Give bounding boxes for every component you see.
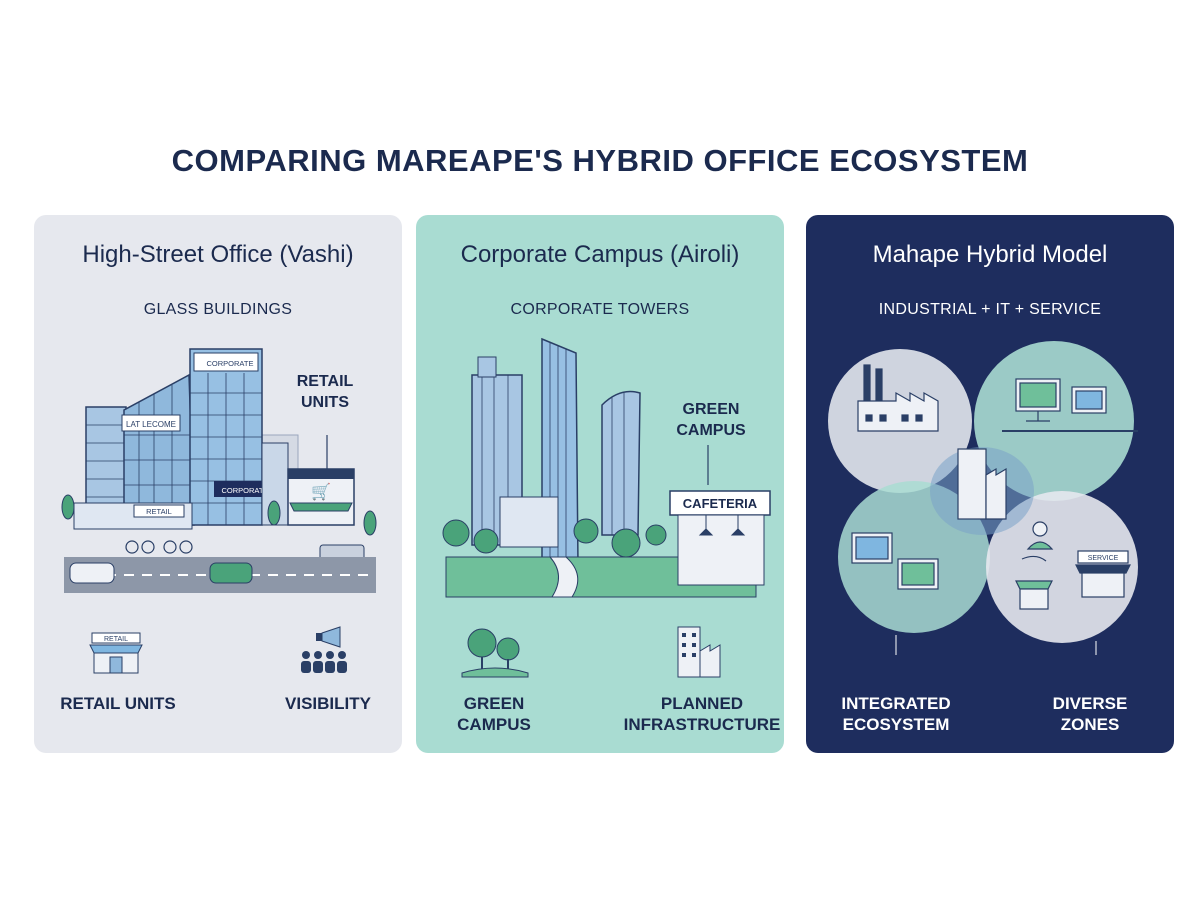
feature-integrated-ecosystem: INTEGRATED ECOSYSTEM: [841, 694, 951, 734]
panel-title: Corporate Campus (Airoli): [460, 241, 740, 268]
lat-sign: LAT LECOME: [126, 420, 176, 429]
green-campus-callout: GREEN CAMPUS: [676, 401, 746, 439]
panel-high-street-office: High-Street Office (Vashi) GLASS BUILDIN…: [34, 215, 402, 753]
shop-icon: [1015, 580, 1053, 610]
retail-units-callout: RETAIL UNITS: [296, 373, 354, 411]
cafeteria-sign: CAFETERIA: [683, 496, 758, 511]
feature-diverse-zones: DIVERSE ZONES: [1052, 694, 1128, 734]
feature-planned-infrastructure: PLANNED INFRASTRUCTURE: [623, 694, 781, 734]
panel-title: Mahape Hybrid Model: [872, 241, 1108, 268]
venn-diagram-illustration: SERVICE: [828, 341, 1138, 655]
trees-icon: [461, 628, 529, 678]
service-sign: SERVICE: [1088, 555, 1119, 562]
devices-icon: [851, 532, 939, 590]
computer-icon: [1002, 378, 1138, 432]
service-person-icon: [1021, 521, 1054, 562]
svg-text:🛒: 🛒: [311, 482, 331, 501]
corporate-mid-sign: CORPORATE: [222, 486, 269, 495]
retail-sign: RETAIL: [146, 507, 172, 516]
megaphone-crowd-icon: [301, 626, 347, 673]
office-buildings-icon: [957, 448, 1007, 520]
retail-icon-sign: RETAIL: [104, 636, 128, 643]
corporate-top-sign: CORPORATE: [207, 359, 254, 368]
corporate-campus-scene-illustration: CAFETERIA: [442, 337, 771, 598]
panel-title: High-Street Office (Vashi): [82, 241, 354, 268]
buildings-icon: [677, 626, 721, 678]
high-street-scene-illustration: LAT LECOME CORPORATE CORPORATE 🛒 RETAIL: [61, 348, 377, 593]
retail-store-icon: RETAIL: [89, 632, 143, 674]
service-store-icon: SERVICE: [1075, 550, 1131, 598]
panel-subtitle: GLASS BUILDINGS: [143, 301, 293, 318]
panel-corporate-campus: Corporate Campus (Airoli) CORPORATE TOWE…: [416, 215, 784, 753]
feature-retail-units: RETAIL UNITS: [60, 694, 176, 713]
panel-subtitle: INDUSTRIAL + IT + SERVICE: [878, 301, 1102, 318]
factory-icon: [857, 364, 939, 432]
panel-mahape-hybrid-model: Mahape Hybrid Model INDUSTRIAL + IT + SE…: [806, 215, 1174, 753]
feature-visibility: VISIBILITY: [285, 694, 371, 713]
feature-green-campus: GREEN CAMPUS: [457, 694, 531, 734]
page-title: COMPARING MAREAPE'S HYBRID OFFICE ECOSYS…: [171, 143, 1029, 178]
panel-subtitle: CORPORATE TOWERS: [510, 301, 690, 318]
